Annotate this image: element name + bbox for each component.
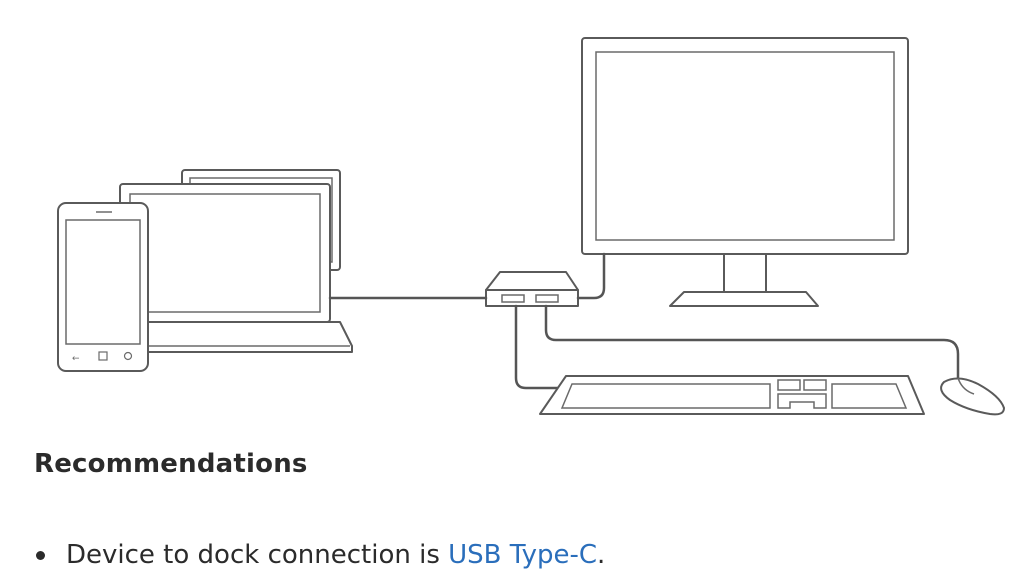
mouse-icon: [940, 377, 1005, 416]
docking-setup-illustration: ←: [57, 37, 1005, 416]
recommendations-heading: Recommendations: [34, 449, 308, 479]
recommendation-punctuation: .: [597, 540, 606, 570]
monitor-icon: [581, 37, 909, 307]
dock-icon: [485, 271, 579, 307]
recommendations-list: Device to dock connection is USB Type-C.: [34, 533, 605, 577]
recommendation-text: Device to dock connection is: [66, 540, 449, 570]
usb-type-c-link[interactable]: USB Type-C: [448, 540, 598, 570]
list-item: Device to dock connection is USB Type-C.: [34, 533, 605, 577]
phone-icon: ←: [57, 202, 149, 372]
svg-text:←: ←: [72, 354, 80, 364]
cables: [328, 252, 960, 390]
bullet-icon: [36, 551, 45, 560]
keyboard-icon: [539, 375, 925, 415]
